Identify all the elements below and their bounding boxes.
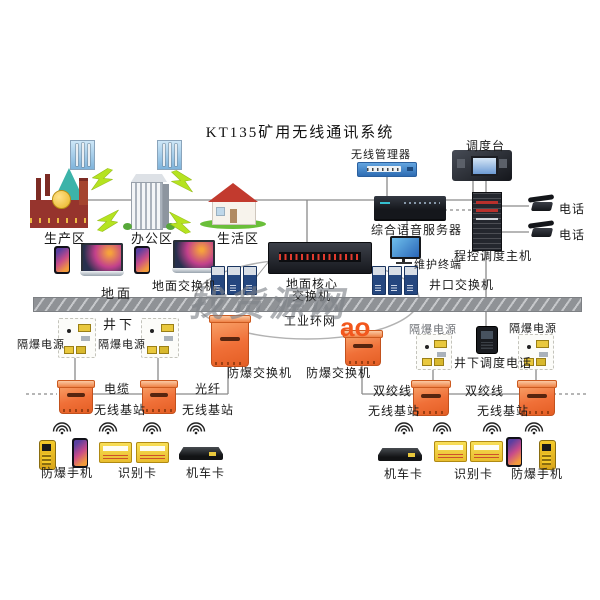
wellhead-switch-icon — [372, 266, 418, 295]
ground-divider-band — [33, 297, 582, 312]
explosion-proof-switch-icon — [209, 315, 251, 367]
fiber-label: 光纤 — [195, 382, 222, 396]
wireless-base-station-icon — [517, 380, 557, 416]
id-card-icon — [470, 441, 503, 462]
telephone-label: 电话 — [559, 228, 586, 242]
antenna-tower-icon — [70, 140, 95, 170]
ring-network-label: 工业环网 — [284, 314, 337, 328]
wifi-icon — [52, 422, 72, 435]
base-station-label: 无线基站 — [368, 404, 421, 418]
explosion-proof-phone-label: 防爆手机 — [511, 467, 564, 481]
voice-server-icon — [374, 196, 446, 221]
lightning-icon — [96, 209, 119, 233]
office-building-icon — [123, 174, 175, 230]
core-switch-icon — [268, 242, 372, 274]
id-card-icon — [136, 442, 169, 463]
underground-dispatch-phone-icon — [476, 326, 498, 354]
twisted-pair-label: 双绞线 — [373, 384, 413, 398]
id-card-label: 识别卡 — [118, 466, 158, 480]
office-area-label: 办公区 — [131, 231, 174, 246]
wifi-icon — [482, 422, 502, 435]
flameproof-power-label: 隔爆电源 — [98, 339, 146, 351]
wellhead-switch-label: 井口交换机 — [429, 278, 495, 292]
base-station-label: 无线基站 — [477, 404, 530, 418]
flameproof-power-icon — [416, 334, 452, 370]
flameproof-power-icon — [141, 318, 179, 358]
explosion-proof-phone-icon — [39, 440, 56, 470]
watermark-accent-text: ao — [340, 312, 371, 342]
lightning-icon — [91, 167, 114, 191]
id-card-label: 识别卡 — [454, 467, 494, 481]
smartphone-icon — [134, 246, 150, 274]
lightning-icon — [169, 211, 192, 235]
base-station-label: 无线基站 — [182, 403, 235, 417]
id-card-icon — [434, 441, 467, 462]
flameproof-power-icon — [58, 318, 96, 358]
laptop-icon — [172, 240, 216, 273]
voice-server-label: 综合语音服务器 — [371, 223, 463, 237]
factory-icon — [30, 168, 96, 228]
wireless-base-station-icon — [411, 380, 451, 416]
smartphone-icon — [72, 438, 88, 468]
twisted-pair-label: 双绞线 — [465, 384, 505, 398]
wifi-icon — [524, 422, 544, 435]
explosion-proof-phone-icon — [539, 440, 556, 470]
underground-label: 井下 — [103, 317, 136, 332]
production-area-label: 生产区 — [44, 231, 87, 246]
wifi-icon — [142, 422, 162, 435]
watermark-text: 找货源网 — [187, 285, 356, 324]
house-icon — [200, 183, 266, 229]
surface-label: 地面 — [101, 286, 134, 301]
living-area-label: 生活区 — [217, 231, 260, 246]
telephone-icon — [527, 194, 556, 212]
flameproof-power-label: 隔爆电源 — [17, 339, 65, 351]
wifi-icon — [394, 422, 414, 435]
maintenance-terminal-icon — [390, 236, 421, 264]
telephone-label: 电话 — [559, 202, 586, 216]
locomotive-card-label: 机车卡 — [186, 466, 226, 480]
base-station-label: 无线基站 — [94, 403, 147, 417]
underground-dispatch-phone-label: 井下调度电话 — [454, 356, 533, 370]
wifi-icon — [186, 422, 206, 435]
smartphone-icon — [506, 437, 522, 467]
locomotive-card-icon — [179, 447, 223, 460]
flameproof-power-label: 隔爆电源 — [409, 324, 457, 336]
wireless-base-station-icon — [57, 380, 95, 414]
surface-switch-label: 地面交换机 — [152, 279, 218, 293]
explosion-proof-phone-label: 防爆手机 — [41, 466, 94, 480]
core-switch-label-1: 地面核心 — [286, 277, 339, 291]
wireless-manager-label: 无线管理器 — [351, 149, 411, 161]
locomotive-card-label: 机车卡 — [384, 467, 424, 481]
flameproof-power-icon — [518, 334, 554, 370]
surface-switch-icon — [211, 266, 257, 295]
wifi-icon — [432, 422, 452, 435]
wireless-base-station-icon — [140, 380, 178, 414]
wifi-icon — [98, 422, 118, 435]
laptop-icon — [80, 243, 124, 276]
smartphone-icon — [54, 246, 70, 274]
dispatch-console-icon — [452, 150, 512, 181]
explosion-proof-switch-icon — [343, 330, 383, 366]
cable-label: 电缆 — [104, 382, 131, 396]
maintenance-terminal-label: 维护终端 — [414, 259, 462, 271]
locomotive-card-icon — [378, 448, 422, 461]
dispatch-host-icon — [472, 192, 502, 251]
dispatch-host-label: 程控调度主机 — [454, 249, 533, 263]
dispatch-console-label: 调度台 — [466, 139, 506, 153]
flameproof-power-label: 隔爆电源 — [509, 323, 557, 335]
explosion-proof-switch-label: 防爆交换机 — [306, 366, 372, 380]
wireless-manager-icon — [357, 162, 417, 177]
lightning-icon — [170, 169, 193, 193]
antenna-tower-icon — [157, 140, 182, 170]
id-card-icon — [99, 442, 132, 463]
explosion-proof-switch-label: 防爆交换机 — [227, 366, 293, 380]
telephone-icon — [527, 220, 556, 238]
page-title: KT135矿用无线通讯系统 — [205, 125, 395, 141]
core-switch-label-2: 交换机 — [292, 289, 332, 303]
